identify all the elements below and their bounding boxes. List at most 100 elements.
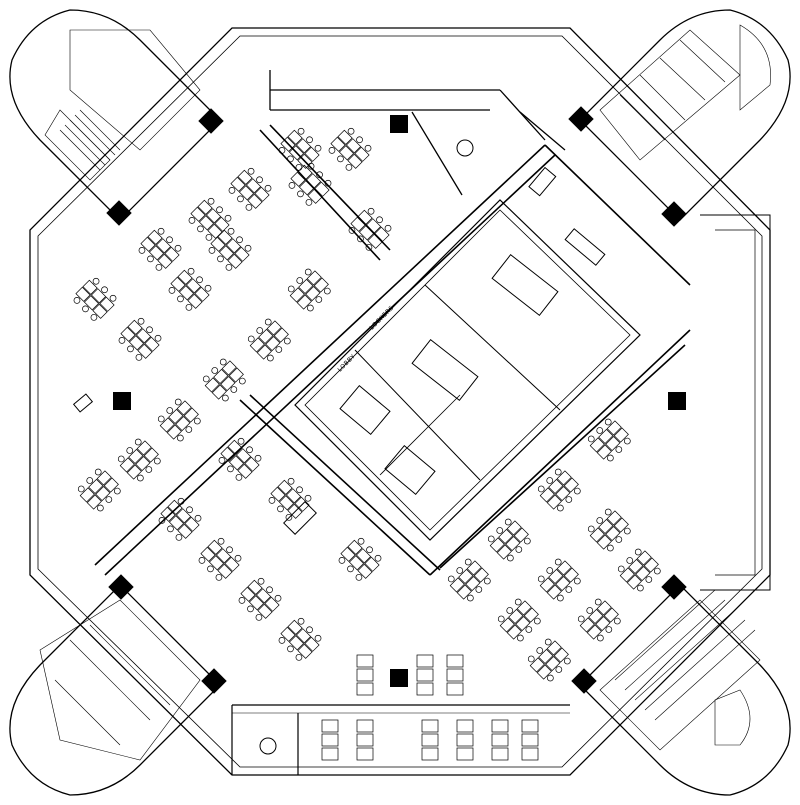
desk-pair [356, 719, 374, 761]
chair [563, 657, 571, 665]
desk [213, 368, 229, 385]
chair [467, 594, 474, 602]
desk [296, 294, 312, 310]
corner-interiors [39, 24, 771, 761]
chair [204, 284, 212, 292]
chair [306, 626, 313, 634]
desk-pair [491, 719, 509, 761]
desk [305, 285, 321, 302]
desk [208, 555, 225, 571]
desk [177, 269, 193, 285]
desk-cluster [138, 227, 182, 271]
desk [491, 747, 509, 761]
desk [456, 747, 474, 761]
chair [345, 163, 353, 171]
column [668, 392, 686, 410]
desk [277, 479, 293, 495]
column [390, 669, 408, 687]
chair [297, 127, 305, 135]
desk [421, 719, 439, 733]
desk [217, 229, 233, 245]
desk [498, 528, 514, 545]
desk [75, 286, 91, 302]
chair [456, 567, 464, 574]
desk [606, 510, 622, 526]
chair [82, 305, 89, 313]
chair [228, 187, 236, 194]
desk [210, 236, 226, 252]
desk [237, 463, 253, 479]
chair [617, 565, 625, 573]
desk [137, 343, 153, 359]
desk [297, 153, 313, 169]
chair [596, 427, 604, 434]
desk-pair [421, 719, 439, 761]
chair [384, 224, 392, 232]
chair [196, 276, 203, 284]
desk [603, 607, 619, 623]
desk [491, 719, 509, 733]
chair [193, 417, 201, 425]
desk [365, 218, 382, 234]
chair [174, 398, 182, 406]
chair [245, 203, 253, 211]
desk [347, 539, 363, 555]
chair [186, 506, 193, 514]
desk [596, 444, 612, 460]
desk [356, 719, 374, 733]
desk [598, 428, 614, 445]
desk [545, 655, 561, 672]
chair [274, 594, 282, 602]
chair [565, 586, 573, 593]
chair [496, 527, 504, 534]
desk [225, 238, 242, 254]
chair [296, 486, 303, 494]
chair [147, 255, 154, 263]
desk [304, 636, 320, 652]
central-core [94, 124, 691, 576]
chair [135, 353, 143, 361]
desk-cluster [117, 438, 161, 482]
chair [615, 536, 623, 543]
chair [555, 666, 563, 673]
desk [321, 733, 339, 747]
chair [117, 455, 125, 463]
desk [92, 303, 108, 319]
chair [295, 653, 303, 661]
desk-cluster [208, 227, 252, 271]
chair [515, 546, 523, 553]
desk [230, 176, 246, 192]
chair [238, 377, 246, 385]
chair [153, 457, 161, 465]
desk [416, 654, 434, 668]
desk-cluster [537, 558, 581, 602]
desk [178, 285, 195, 301]
desk-pair [321, 719, 339, 761]
desk-cluster [587, 418, 631, 462]
chair [623, 437, 631, 445]
desk [237, 169, 253, 185]
desk [548, 568, 564, 585]
desk [449, 577, 465, 593]
chair [277, 505, 284, 513]
desk [357, 209, 373, 225]
desk [235, 448, 252, 464]
building-outline [9, 9, 791, 796]
desk-cluster [77, 468, 121, 512]
desk [200, 546, 216, 562]
chair [211, 367, 219, 374]
desk [79, 487, 95, 503]
chair [197, 225, 204, 233]
chair [315, 296, 323, 303]
desk [306, 270, 322, 286]
chair [544, 638, 552, 646]
chair [257, 577, 265, 585]
desk [257, 603, 273, 619]
chair [219, 358, 227, 366]
chair [185, 303, 193, 311]
desk [337, 129, 353, 145]
desk [546, 640, 562, 656]
chair [357, 537, 365, 545]
column [198, 108, 224, 134]
chair [615, 446, 623, 453]
